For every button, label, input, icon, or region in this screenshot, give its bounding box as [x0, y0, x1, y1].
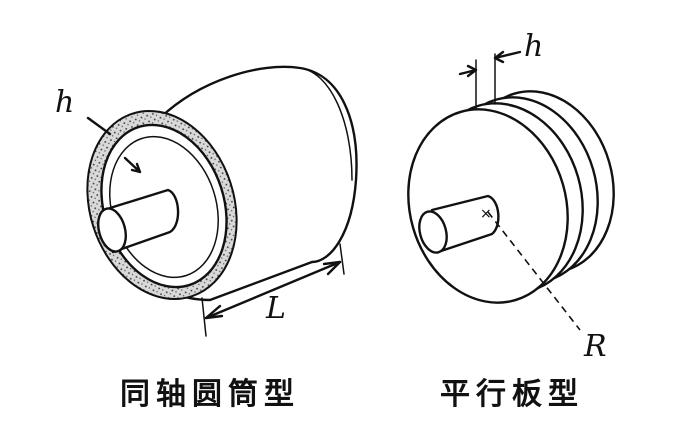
parallel-shaft	[430, 194, 500, 254]
coaxial-shaft-end	[97, 207, 127, 253]
coaxial-back-edge	[299, 67, 353, 181]
coaxial-l-tick-left	[201, 297, 207, 337]
coaxial-l-arrow-left	[204, 304, 224, 320]
coaxial-h-arrow	[123, 156, 142, 174]
parallel-r-label: R	[583, 329, 607, 364]
coaxial-l-dimension-line	[204, 260, 342, 320]
coaxial-l-label: L	[265, 291, 286, 326]
parallel-h-arrow-right	[493, 50, 522, 64]
coaxial-l-arrow-right	[322, 260, 342, 276]
parallel-caption: 平行板型	[440, 377, 584, 412]
parallel-shaft-end	[418, 210, 448, 254]
parallel-plate-figure: × R h 平行板型	[407, 29, 615, 412]
coaxial-h-leader	[86, 116, 112, 136]
parallel-h-label: h	[524, 29, 543, 64]
coaxial-h-label: h	[55, 85, 74, 120]
parallel-h-arrow-left	[458, 64, 478, 78]
coaxial-l-tick-right	[339, 243, 345, 275]
parallel-center-mark: ×	[480, 206, 492, 222]
coaxial-cylinder-figure: h L 同轴圆筒型	[55, 65, 358, 412]
parallel-r-dashed-line	[487, 211, 581, 331]
coaxial-caption: 同轴圆筒型	[120, 377, 300, 412]
